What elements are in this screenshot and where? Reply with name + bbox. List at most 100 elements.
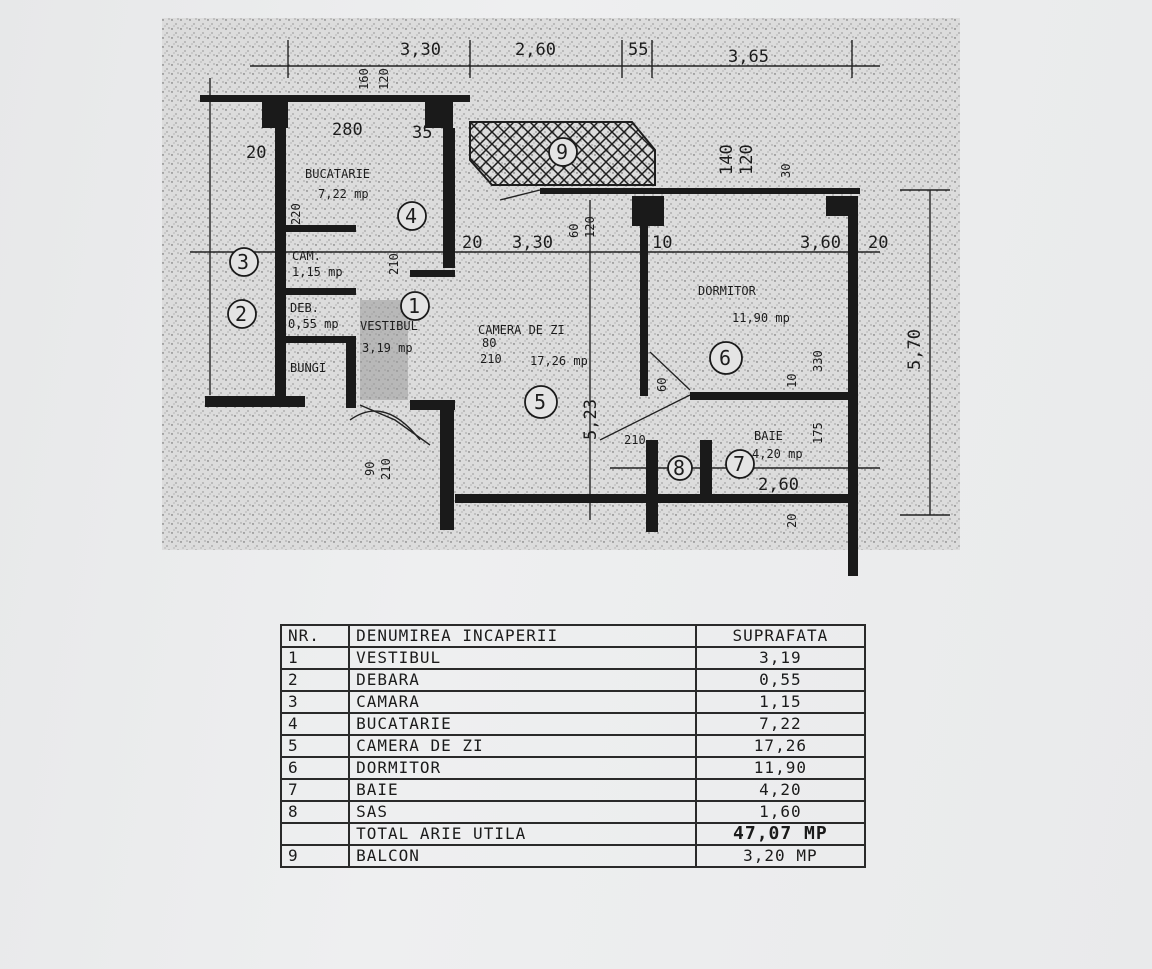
cell-name: DEBARA	[348, 668, 697, 692]
dim-misc-22: 20	[785, 514, 799, 528]
room-area-dormitor: 11,90 mp	[732, 311, 790, 325]
table-row: 1 VESTIBUL 3,19	[279, 646, 867, 670]
room-area-debara: 0,55 mp	[288, 317, 339, 331]
room-area-camera-de-zi: 17,26 mp	[530, 354, 588, 368]
dim-misc-13: 120	[583, 216, 597, 238]
dim-misc-24: 80	[482, 336, 496, 350]
cell-nr: 5	[279, 734, 351, 758]
cell-name: CAMARA	[348, 690, 697, 714]
dim-misc-18: 10	[785, 374, 799, 388]
room-number-5: 5	[534, 390, 546, 414]
room-number-2: 2	[235, 302, 247, 326]
extra-label: BUNGI	[290, 361, 326, 375]
dim-top-4: 3,65	[728, 47, 769, 67]
room-area-vestibul: 3,19 mp	[362, 341, 413, 355]
table-row: 4 BUCATARIE 7,22	[279, 712, 867, 736]
cell-area: 0,55	[694, 668, 867, 692]
dim-misc-15: 3,60	[800, 233, 841, 253]
room-area-table: NR. DENUMIREA INCAPERII SUPRAFATA 1 VEST…	[279, 624, 867, 868]
cell-nr: 7	[279, 778, 351, 802]
room-area-bucatarie: 7,22 mp	[318, 187, 369, 201]
cell-area: 7,22	[694, 712, 867, 736]
table-header-row: NR. DENUMIREA INCAPERII SUPRAFATA	[279, 624, 867, 648]
dim-misc-11: 3,30	[512, 233, 553, 253]
room-number-4: 4	[405, 204, 417, 228]
cell-nr: 3	[279, 690, 351, 714]
room-label-camera-de-zi: CAMERA DE ZI	[478, 323, 565, 337]
dim-misc-3: 280	[332, 120, 363, 140]
room-number-3: 3	[237, 250, 249, 274]
room-number-7: 7	[733, 452, 745, 476]
total-area: 47,07 MP	[694, 822, 867, 846]
header-name: DENUMIREA INCAPERII	[348, 624, 697, 648]
cell-nr: 6	[279, 756, 351, 780]
cell-name: BUCATARIE	[348, 712, 697, 736]
room-area-baie: 4,20 mp	[752, 447, 803, 461]
cell-name: BAIE	[348, 778, 697, 802]
dim-right: 5,70	[905, 329, 925, 370]
cell-area: 3,19	[694, 646, 867, 670]
dim-misc-5: 20	[246, 143, 266, 163]
dim-top-2: 2,60	[515, 40, 556, 60]
floor-plan: 3,30 2,60 55 3,65 5,70 160 120 280 35 20…	[162, 18, 960, 576]
dim-misc-19: 330	[811, 350, 825, 372]
header-area: SUPRAFATA	[694, 624, 867, 648]
table-row: 5 CAMERA DE ZI 17,26	[279, 734, 867, 758]
cell-area: 1,15	[694, 690, 867, 714]
total-name: TOTAL ARIE UTILA	[348, 822, 697, 846]
dim-misc-6: 220	[289, 203, 303, 225]
cell-nr: 4	[279, 712, 351, 736]
total-row: TOTAL ARIE UTILA 47,07 MP	[279, 822, 867, 846]
dim-top-1: 3,30	[400, 40, 441, 60]
room-label-vestibul: VESTIBUL	[360, 319, 418, 333]
cell-name: VESTIBUL	[348, 646, 697, 670]
cell-area: 4,20	[694, 778, 867, 802]
header-nr: NR.	[279, 624, 351, 648]
balcony-nr: 9	[279, 844, 351, 868]
room-number-9: 9	[556, 140, 568, 164]
room-label-bucatarie: BUCATARIE	[305, 167, 370, 181]
cell-nr: 1	[279, 646, 351, 670]
walls	[200, 95, 860, 576]
cell-area: 1,60	[694, 800, 867, 824]
table-row: 6 DORMITOR 11,90	[279, 756, 867, 780]
cell-area: 11,90	[694, 756, 867, 780]
dim-misc-16: 20	[868, 233, 888, 253]
room-number-1: 1	[408, 294, 420, 318]
dim-misc-1: 160	[357, 68, 371, 90]
cell-name: CAMERA DE ZI	[348, 734, 697, 758]
cell-name: DORMITOR	[348, 756, 697, 780]
balcony-row: 9 BALCON 3,20 MP	[279, 844, 867, 868]
dim-misc-9: 30	[779, 164, 793, 178]
dim-misc-17: 5,23	[581, 399, 601, 440]
room-area-camara: 1,15 mp	[292, 265, 343, 279]
room-number-6: 6	[719, 346, 731, 370]
room-label-baie: BAIE	[754, 429, 783, 443]
dim-top-3: 55	[628, 40, 648, 60]
dim-misc-2: 120	[377, 68, 391, 90]
table-row: 3 CAMARA 1,15	[279, 690, 867, 714]
total-nr	[279, 822, 351, 846]
cell-nr: 2	[279, 668, 351, 692]
door-swings	[349, 189, 691, 446]
dim-misc-21: 2,60	[758, 475, 799, 495]
table-row: 2 DEBARA 0,55	[279, 668, 867, 692]
room-number-8: 8	[673, 456, 685, 480]
vestibul-tone	[360, 300, 408, 400]
dim-misc-29: 210	[379, 458, 393, 480]
room-label-debara: DEB.	[290, 301, 319, 315]
dim-misc-4: 35	[412, 123, 432, 143]
dim-misc-26: 60	[655, 378, 669, 392]
dim-misc-8: 120	[737, 144, 757, 175]
dim-misc-14: 10	[652, 233, 672, 253]
table-row: 8 SAS 1,60	[279, 800, 867, 824]
dim-misc-28: 90	[363, 462, 377, 476]
dim-misc-25: 210	[480, 352, 502, 366]
room-number-circles	[227, 137, 755, 481]
dim-misc-27: 210	[624, 433, 646, 447]
dim-misc-23: 210	[387, 253, 401, 275]
table-row: 7 BAIE 4,20	[279, 778, 867, 802]
cell-name: SAS	[348, 800, 697, 824]
balcony-area: 3,20 MP	[694, 844, 867, 868]
dim-misc-12: 60	[567, 224, 581, 238]
